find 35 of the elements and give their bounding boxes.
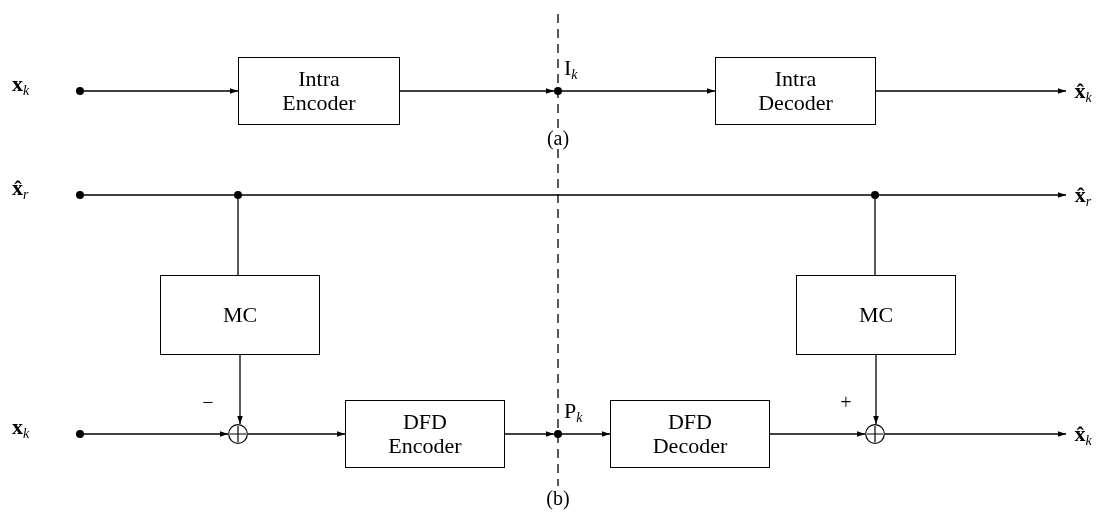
arrow <box>504 431 555 437</box>
signal-label: x̂$_{r}$ <box>1074 184 1092 206</box>
box-label: Intra Decoder <box>757 67 834 115</box>
arrow <box>399 88 555 94</box>
signal-label: x̂$_{r}$ <box>12 177 29 199</box>
arrow <box>875 88 1067 94</box>
decoder-box <box>610 400 770 468</box>
arrow <box>873 354 879 425</box>
box-label: MC <box>857 303 895 327</box>
arrow <box>561 88 716 94</box>
arrow <box>247 431 346 437</box>
arrow <box>83 431 229 437</box>
signal-label: P$_{k}$ <box>564 400 583 422</box>
signal-label: x$_{k}$ <box>12 416 30 438</box>
box-label: Intra Encoder <box>281 67 357 115</box>
motion-compensation-box <box>796 275 956 355</box>
arrow <box>237 354 243 425</box>
summing-junction <box>865 424 885 444</box>
signal-label: I$_{k}$ <box>564 57 578 79</box>
summing-junction <box>228 424 248 444</box>
arrow <box>769 431 866 437</box>
box-label: DFD Decoder <box>651 410 729 458</box>
arrow <box>884 431 1067 437</box>
signal-label: x$_{k}$ <box>12 73 30 95</box>
arrow <box>83 88 239 94</box>
signal-label: x̂$_{k}$ <box>1074 423 1092 445</box>
arrow <box>561 431 611 437</box>
signal-label: x̂$_{k}$ <box>1074 80 1092 102</box>
encoder-box <box>238 57 400 125</box>
box-label: DFD Encoder <box>387 410 463 458</box>
arrow <box>878 192 1067 198</box>
motion-compensation-box <box>160 275 320 355</box>
decoder-box <box>715 57 876 125</box>
box-label: MC <box>221 303 259 327</box>
encoder-box <box>345 400 505 468</box>
